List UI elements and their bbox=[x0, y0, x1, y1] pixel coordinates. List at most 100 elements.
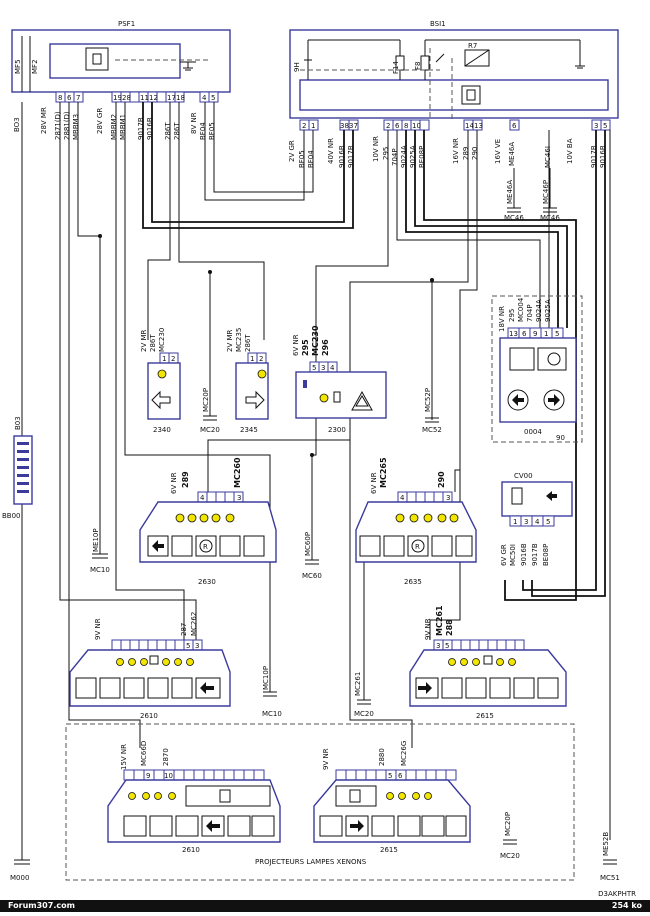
svg-text:11: 11 bbox=[140, 94, 149, 102]
svg-text:2300: 2300 bbox=[328, 426, 346, 434]
svg-text:MC20P: MC20P bbox=[504, 812, 512, 836]
svg-text:9017B: 9017B bbox=[590, 145, 598, 168]
svg-text:2: 2 bbox=[386, 122, 390, 130]
svg-text:14: 14 bbox=[465, 122, 474, 130]
svg-text:289: 289 bbox=[462, 147, 470, 160]
svg-text:MC51: MC51 bbox=[600, 874, 620, 882]
svg-text:28V MR: 28V MR bbox=[40, 107, 48, 134]
svg-text:9V NR: 9V NR bbox=[424, 618, 432, 640]
svg-text:3: 3 bbox=[195, 642, 199, 650]
svg-text:287: 287 bbox=[180, 623, 188, 636]
svg-text:1: 1 bbox=[162, 355, 166, 363]
svg-text:12: 12 bbox=[149, 94, 158, 102]
bsi1-connector-16v-ve: 6 16V VE ME46A MC46I bbox=[494, 119, 552, 168]
svg-text:MC265: MC265 bbox=[379, 457, 388, 488]
ground-symbols: MC20P MC20 MC52P MC52 ME10P MC10 MC60P M… bbox=[10, 168, 620, 882]
svg-text:2881(D): 2881(D) bbox=[63, 111, 71, 140]
svg-text:9025A: 9025A bbox=[544, 299, 552, 322]
svg-text:9016B: 9016B bbox=[338, 145, 346, 168]
svg-text:295: 295 bbox=[301, 339, 310, 356]
svg-text:MC52P: MC52P bbox=[424, 388, 432, 412]
psf1-unit: PSF1 MF5 MF2 8 6 7 28V MR 2871(D) 2881(D… bbox=[11, 20, 231, 140]
reference-code: D3AKPHTR bbox=[598, 890, 636, 898]
svg-text:7: 7 bbox=[76, 94, 80, 102]
svg-text:19: 19 bbox=[113, 94, 122, 102]
svg-text:MC26G: MC26G bbox=[400, 741, 408, 766]
svg-text:BSI1: BSI1 bbox=[430, 20, 446, 28]
svg-text:1: 1 bbox=[513, 518, 517, 526]
svg-text:5: 5 bbox=[603, 122, 607, 130]
svg-text:5: 5 bbox=[211, 94, 215, 102]
svg-text:9: 9 bbox=[533, 330, 537, 338]
svg-text:2: 2 bbox=[302, 122, 306, 130]
svg-text:2V GR: 2V GR bbox=[288, 140, 296, 162]
svg-text:MC60: MC60 bbox=[302, 572, 322, 580]
svg-text:2870: 2870 bbox=[162, 748, 170, 766]
bb00-battery-unit: B03 BB00 bbox=[2, 416, 33, 520]
xenon-projector-group: PROJECTEURS LAMPES XENONS bbox=[65, 723, 575, 881]
svg-text:B03: B03 bbox=[14, 416, 22, 430]
svg-text:9024A: 9024A bbox=[535, 299, 543, 322]
svg-text:MBBM3: MBBM3 bbox=[72, 114, 80, 140]
svg-text:286T: 286T bbox=[173, 122, 181, 140]
svg-text:16V NR: 16V NR bbox=[452, 138, 460, 164]
svg-text:MC10: MC10 bbox=[90, 566, 110, 574]
svg-text:MC46I: MC46I bbox=[544, 146, 552, 168]
svg-text:MC60P: MC60P bbox=[304, 532, 312, 556]
svg-text:MC10P: MC10P bbox=[262, 666, 270, 690]
svg-text:9V NR: 9V NR bbox=[94, 618, 102, 640]
svg-text:17: 17 bbox=[167, 94, 176, 102]
svg-text:4: 4 bbox=[400, 494, 405, 502]
svg-text:6V NR: 6V NR bbox=[370, 472, 378, 494]
svg-text:18V NR: 18V NR bbox=[498, 306, 506, 332]
svg-text:290: 290 bbox=[437, 471, 446, 488]
svg-text:9025A: 9025A bbox=[409, 145, 417, 168]
svg-text:6V GR: 6V GR bbox=[500, 544, 508, 566]
svg-text:3: 3 bbox=[524, 518, 528, 526]
svg-text:40V NR: 40V NR bbox=[327, 138, 335, 164]
svg-text:8: 8 bbox=[404, 122, 408, 130]
svg-text:4: 4 bbox=[200, 494, 205, 502]
svg-text:6: 6 bbox=[512, 122, 517, 130]
svg-text:MC261: MC261 bbox=[354, 672, 362, 696]
svg-text:295: 295 bbox=[382, 147, 390, 160]
svg-text:ME52B: ME52B bbox=[602, 832, 610, 856]
svg-text:5: 5 bbox=[312, 364, 316, 372]
svg-text:6V NR: 6V NR bbox=[292, 334, 300, 356]
svg-text:9016B: 9016B bbox=[599, 145, 607, 168]
svg-text:MC50I: MC50I bbox=[509, 544, 517, 566]
svg-text:18: 18 bbox=[176, 94, 185, 102]
svg-text:BO3: BO3 bbox=[13, 117, 21, 132]
svg-text:3: 3 bbox=[436, 642, 440, 650]
svg-text:ME46A: ME46A bbox=[506, 180, 514, 204]
svg-text:MBBM1: MBBM1 bbox=[119, 114, 127, 140]
svg-text:10V BA: 10V BA bbox=[566, 138, 574, 164]
svg-text:MC66D: MC66D bbox=[140, 741, 148, 766]
svg-text:5: 5 bbox=[186, 642, 190, 650]
svg-text:5: 5 bbox=[555, 330, 559, 338]
svg-text:9017B: 9017B bbox=[347, 145, 355, 168]
svg-text:2630: 2630 bbox=[198, 578, 216, 586]
svg-text:2871(D): 2871(D) bbox=[54, 111, 62, 140]
svg-text:MC52: MC52 bbox=[422, 426, 442, 434]
svg-text:6: 6 bbox=[395, 122, 400, 130]
svg-text:6: 6 bbox=[398, 772, 403, 780]
svg-text:MC262: MC262 bbox=[190, 612, 198, 636]
svg-text:ME10P: ME10P bbox=[92, 528, 100, 552]
svg-text:2615: 2615 bbox=[476, 712, 494, 720]
svg-text:MC235: MC235 bbox=[235, 328, 243, 352]
svg-text:15V NR: 15V NR bbox=[120, 744, 128, 770]
svg-text:MC46: MC46 bbox=[504, 214, 524, 222]
svg-text:6: 6 bbox=[67, 94, 72, 102]
svg-text:9H: 9H bbox=[293, 62, 301, 72]
svg-text:37: 37 bbox=[349, 122, 358, 130]
svg-text:F8: F8 bbox=[414, 62, 422, 70]
